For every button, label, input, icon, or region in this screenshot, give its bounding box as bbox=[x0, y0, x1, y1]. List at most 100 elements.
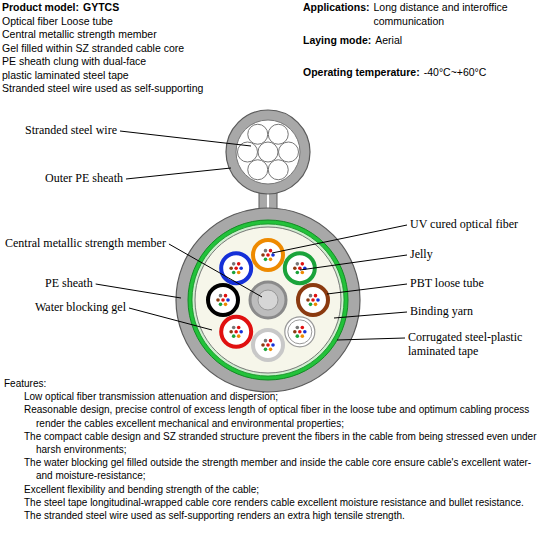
spec-text: PE sheath clung with dual-face plastic l… bbox=[2, 55, 172, 82]
optical-fiber bbox=[221, 298, 225, 302]
feature-item: The water blocking gel filled outside th… bbox=[24, 456, 544, 482]
optical-fiber bbox=[234, 266, 238, 270]
leader-line bbox=[334, 312, 407, 318]
steel-wire bbox=[268, 124, 288, 144]
optical-fiber bbox=[219, 294, 223, 298]
callout-label: Water blocking gel bbox=[35, 300, 126, 314]
callout-label: Stranded steel wire bbox=[25, 123, 117, 137]
optical-fiber bbox=[266, 253, 270, 257]
callout-label: Outer PE sheath bbox=[45, 171, 123, 185]
callout-label: PBT loose tube bbox=[410, 276, 484, 290]
optical-fiber bbox=[298, 330, 302, 334]
optical-fiber bbox=[269, 339, 273, 343]
spec-text: Optical fiber Loose tube bbox=[2, 15, 113, 29]
optical-fiber bbox=[224, 303, 228, 307]
leader-line bbox=[169, 244, 262, 297]
leader-line bbox=[327, 284, 407, 294]
optical-fiber bbox=[237, 326, 241, 330]
spec-text: GYTCS bbox=[83, 1, 119, 15]
optical-fiber bbox=[293, 266, 297, 270]
optical-fiber bbox=[269, 348, 273, 352]
optical-fiber bbox=[306, 298, 310, 302]
steel-wire bbox=[248, 160, 268, 180]
spec-text: Product model: bbox=[2, 1, 79, 15]
pbt-loose-tube bbox=[285, 317, 315, 347]
pbt-loose-tube bbox=[253, 330, 283, 360]
pbt-loose-tube-wall bbox=[288, 320, 312, 344]
optical-fiber bbox=[296, 334, 300, 338]
optical-fiber bbox=[237, 262, 241, 266]
optical-fiber bbox=[229, 330, 233, 334]
feature-item: Excellent flexibility and bending streng… bbox=[24, 483, 544, 496]
spec-text: Applications: bbox=[303, 1, 370, 15]
optical-fiber bbox=[232, 271, 236, 275]
optical-fiber bbox=[296, 271, 300, 275]
optical-fiber bbox=[309, 303, 313, 307]
callout-label: Central metallic strength member bbox=[5, 236, 166, 250]
optical-fiber bbox=[239, 330, 243, 334]
optical-fiber bbox=[216, 298, 220, 302]
callout-label: Jelly bbox=[410, 247, 433, 261]
outer-pe-sheath bbox=[176, 208, 360, 392]
pbt-loose-tube bbox=[221, 317, 251, 347]
spec-text: Gel filled within SZ stranded cable core bbox=[2, 42, 184, 56]
leader-line bbox=[337, 338, 405, 340]
messenger-core bbox=[236, 120, 300, 184]
optical-fiber bbox=[301, 326, 305, 330]
optical-fiber bbox=[301, 271, 305, 275]
spec-text: Aerial bbox=[375, 34, 402, 48]
callout-label: Corrugated steel-plastic laminated tape bbox=[408, 330, 546, 358]
optical-fiber bbox=[311, 298, 315, 302]
spec-text: -40°C~+60°C bbox=[424, 66, 487, 80]
feature-item: The compact cable design and SZ stranded… bbox=[24, 430, 544, 456]
feature-item: The steel tape longitudinal-wrapped cabl… bbox=[24, 496, 544, 509]
leader-line bbox=[126, 168, 231, 179]
optical-fiber bbox=[301, 334, 305, 338]
pbt-loose-tube bbox=[221, 253, 251, 283]
optical-fiber bbox=[296, 262, 300, 266]
optical-fiber bbox=[314, 294, 318, 298]
pbt-loose-tube bbox=[208, 285, 238, 315]
optical-fiber bbox=[293, 330, 297, 334]
optical-fiber bbox=[309, 294, 313, 298]
spec-text: Stranded steel wire used as self-support… bbox=[2, 82, 203, 96]
optical-fiber bbox=[303, 330, 307, 334]
steel-wire bbox=[258, 142, 278, 162]
optical-fiber bbox=[219, 303, 223, 307]
optical-fiber bbox=[296, 326, 300, 330]
callout-label: Binding yarn bbox=[410, 304, 473, 318]
spec-text: Long distance and interoffice communicat… bbox=[374, 1, 546, 28]
optical-fiber bbox=[271, 253, 275, 257]
callout-label: PE sheath bbox=[45, 276, 93, 290]
feature-item: Reasonable design, precise control of ex… bbox=[24, 403, 544, 429]
optical-fiber bbox=[232, 326, 236, 330]
feature-item: Low optical fiber transmission attenuati… bbox=[24, 390, 544, 403]
optical-fiber bbox=[301, 262, 305, 266]
features-heading: Features: bbox=[4, 377, 544, 390]
messenger-sheath bbox=[226, 110, 310, 194]
leader-line bbox=[300, 255, 407, 270]
optical-fiber bbox=[261, 343, 265, 347]
spec-text: Operating temperature: bbox=[303, 66, 420, 80]
leader-line bbox=[272, 225, 407, 253]
inner-pe-sheath bbox=[195, 227, 341, 373]
optical-fiber bbox=[234, 330, 238, 334]
strength-member bbox=[258, 290, 278, 310]
features-block: Features:Low optical fiber transmission … bbox=[4, 377, 544, 522]
pbt-loose-tube bbox=[298, 285, 328, 315]
strength-member-coat bbox=[250, 282, 286, 318]
optical-fiber bbox=[271, 343, 275, 347]
steel-wire bbox=[248, 124, 268, 144]
optical-fiber bbox=[237, 271, 241, 275]
optical-fiber bbox=[226, 298, 230, 302]
tape-inner bbox=[192, 224, 344, 376]
optical-fiber bbox=[224, 294, 228, 298]
leader-line bbox=[129, 308, 212, 330]
optical-fiber bbox=[239, 266, 243, 270]
pbt-loose-tube bbox=[253, 240, 283, 270]
optical-fiber bbox=[264, 249, 268, 253]
optical-fiber bbox=[261, 253, 265, 257]
optical-fiber bbox=[316, 298, 320, 302]
steel-wire bbox=[268, 160, 288, 180]
optical-fiber bbox=[264, 258, 268, 262]
